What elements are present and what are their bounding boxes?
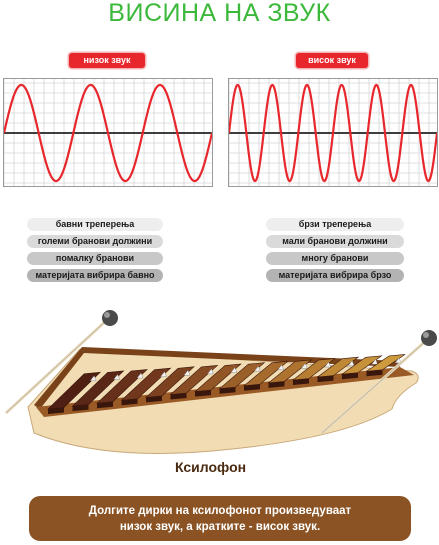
low-property-2: големи бранови должини bbox=[27, 235, 163, 248]
xylophone-bar bbox=[340, 355, 383, 380]
xylophone-bar bbox=[267, 359, 313, 388]
high-property-2: мали бранови должини bbox=[266, 235, 404, 248]
sound-wave bbox=[4, 83, 212, 183]
high-property-1: брзи треперења bbox=[266, 218, 404, 231]
xylophone-illustration bbox=[4, 310, 437, 454]
xylophone-bar bbox=[47, 371, 102, 414]
xylophone-bar bbox=[145, 366, 195, 403]
low-property-1: бавни треперења bbox=[27, 218, 163, 231]
xylophone-bar bbox=[194, 363, 242, 397]
high-sound-waveform bbox=[228, 78, 438, 187]
caption-box: Долгите дирки на ксилофонот произведуваа… bbox=[29, 496, 411, 541]
low-sound-badge: низок звук bbox=[69, 53, 145, 68]
page-title: ВИСИНА НА ЗВУК bbox=[108, 0, 331, 27]
caption-line-2: низок звук, а кратките - висок звук. bbox=[119, 520, 321, 533]
high-property-4: материјата вибрира брзо bbox=[266, 269, 404, 282]
xylophone-bar bbox=[292, 358, 336, 385]
xylophone-bar bbox=[218, 362, 266, 394]
caption-line-1: Долгите дирки на ксилофонот произведуваа… bbox=[88, 504, 352, 517]
low-property-4: материјата вибрира бавно bbox=[27, 269, 163, 282]
high-property-3: многу бранови bbox=[266, 252, 404, 265]
xylophone-bar bbox=[316, 356, 360, 383]
xylophone-bar bbox=[169, 365, 219, 400]
left-mallet-head bbox=[102, 310, 118, 326]
xylophone-bar bbox=[243, 360, 289, 391]
low-property-3: помалку бранови bbox=[27, 252, 163, 265]
xylophone-bar bbox=[366, 354, 406, 377]
low-sound-waveform bbox=[3, 78, 213, 187]
xylophone-bars bbox=[47, 354, 406, 414]
xylophone-bar bbox=[96, 369, 148, 409]
sound-wave bbox=[229, 83, 437, 183]
right-mallet-head bbox=[421, 330, 437, 346]
xylophone-bar bbox=[120, 367, 172, 406]
high-sound-badge: висок звук bbox=[296, 53, 368, 68]
xylophone-bar bbox=[71, 370, 125, 412]
xylophone-label: Ксилофон bbox=[175, 459, 247, 475]
